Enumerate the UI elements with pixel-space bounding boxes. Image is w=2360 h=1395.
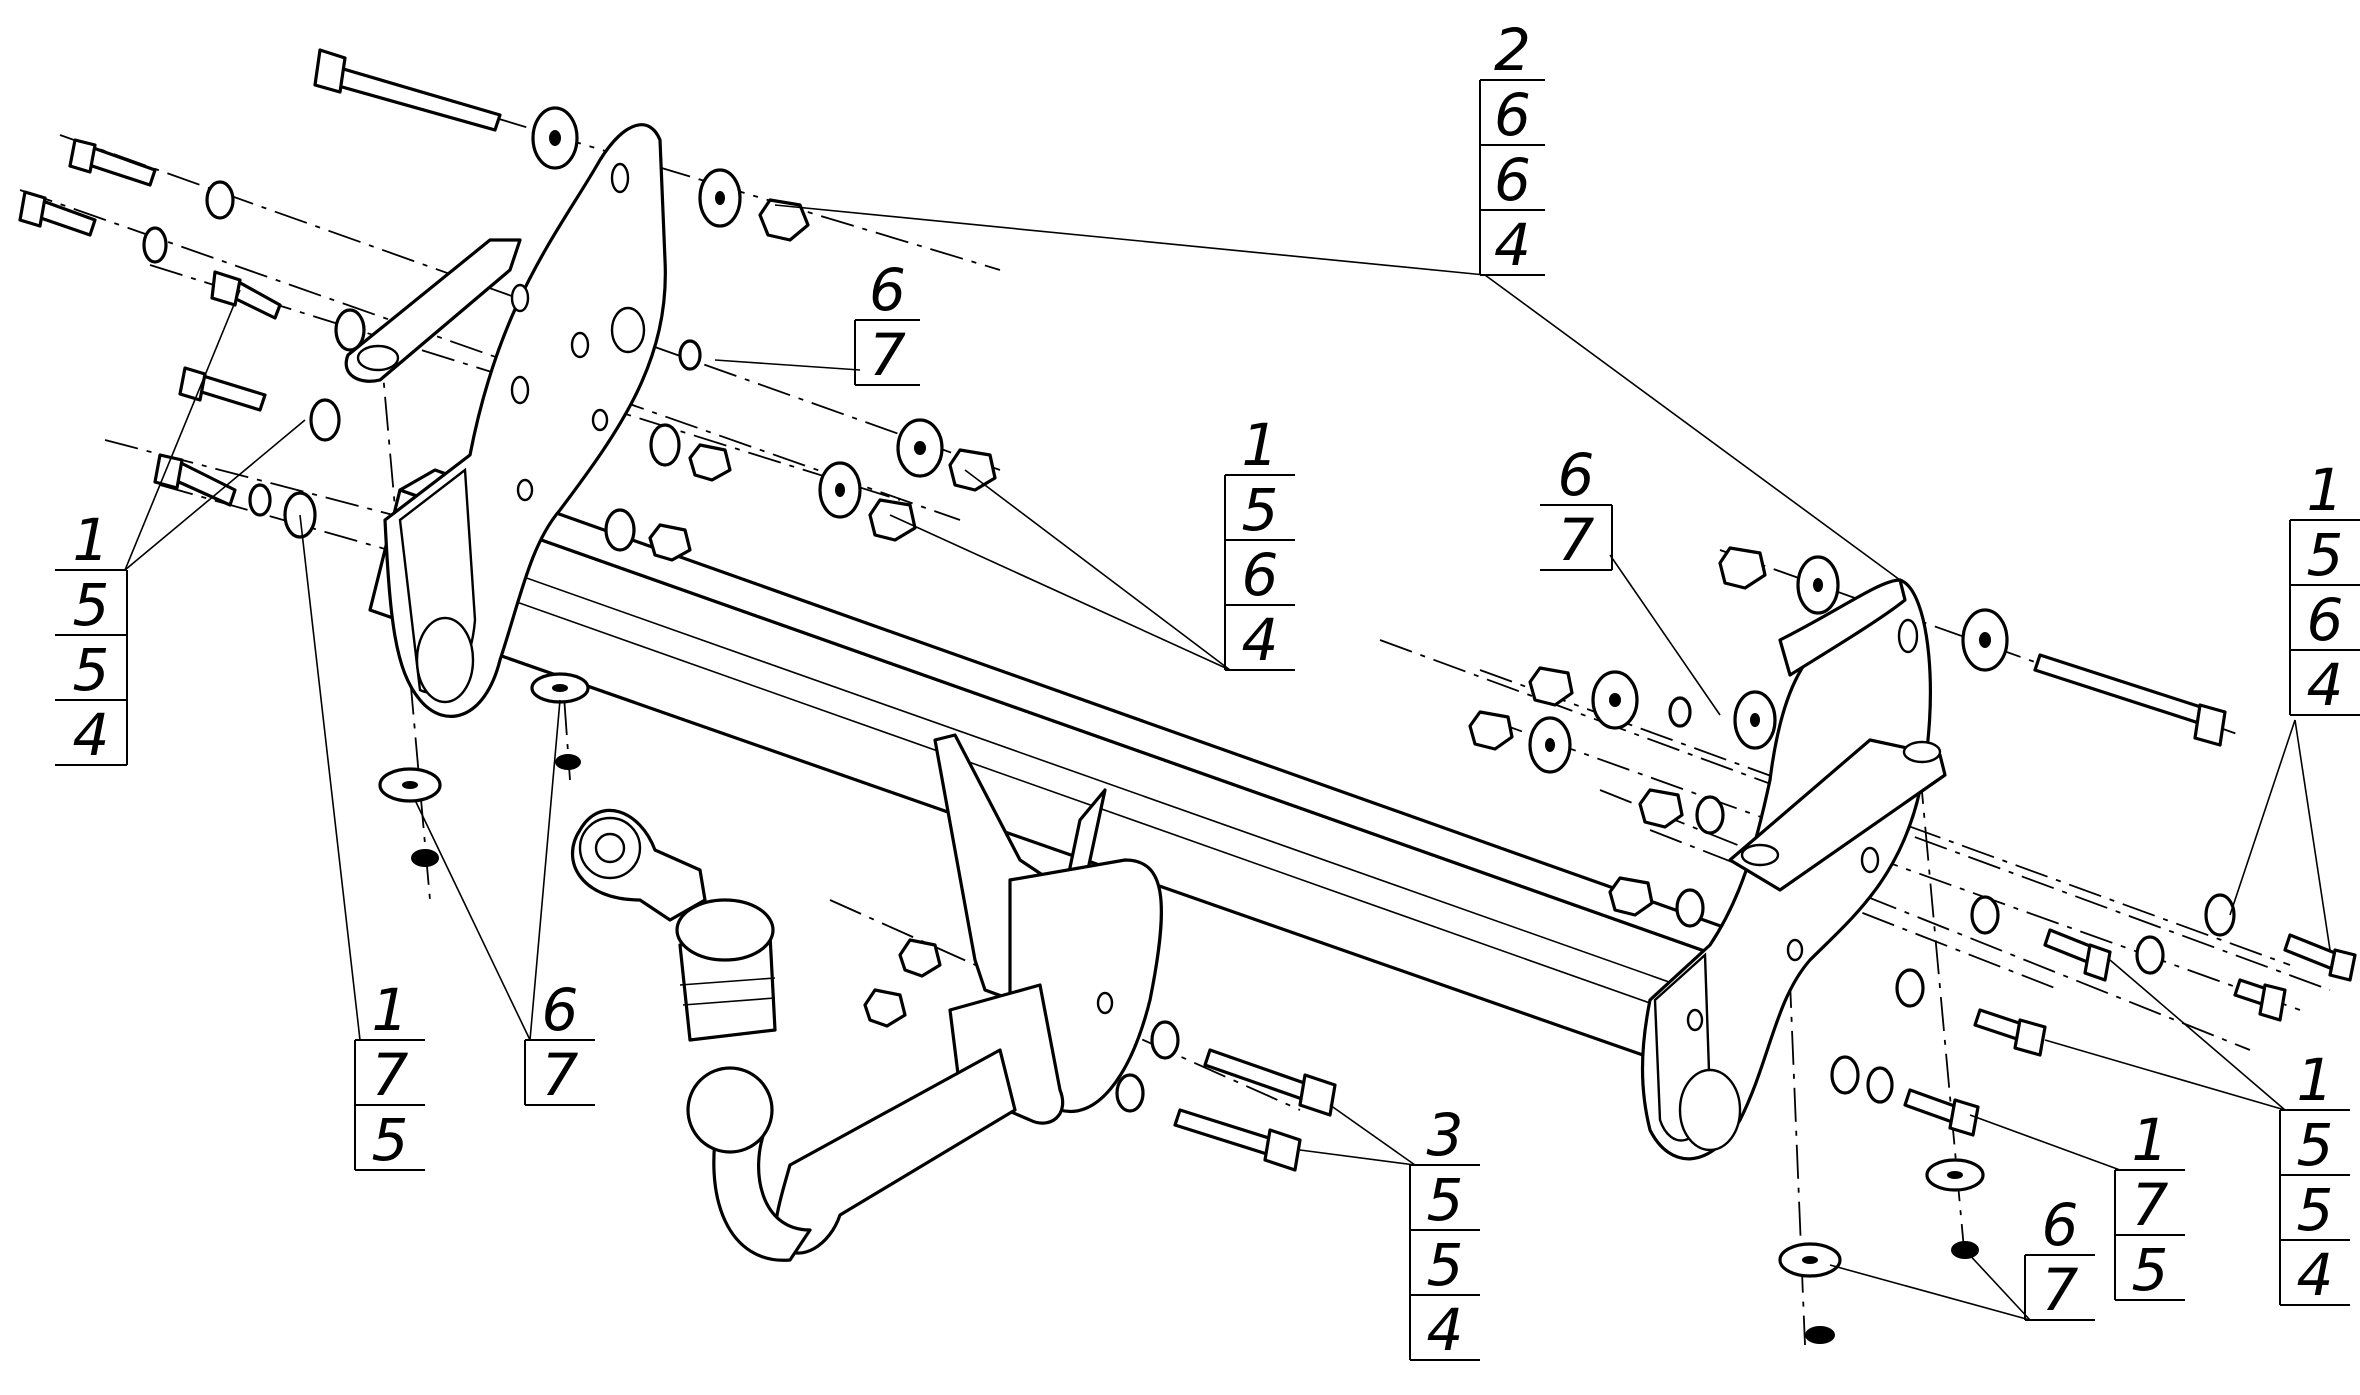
callout-number: 4 <box>1242 606 1279 674</box>
callout-number: 1 <box>2132 1106 2169 1174</box>
callout-number: 5 <box>1427 1166 1464 1234</box>
callout-number: 6 <box>1494 81 1531 149</box>
leader-lines <box>124 204 2331 1321</box>
callout-number: 1 <box>2307 456 2344 524</box>
callout-number: 6 <box>2042 1191 2079 1259</box>
callout-bottom-right-67: 67 <box>2024 1191 2095 1324</box>
callout-number: 1 <box>2297 1046 2334 1114</box>
callout-number: 5 <box>2297 1111 2334 1179</box>
callout-bottom-67: 67 <box>524 976 595 1109</box>
callout-number: 7 <box>1558 506 1595 574</box>
callout-number: 6 <box>1242 541 1279 609</box>
callout-number: 7 <box>869 321 906 389</box>
callout-number: 5 <box>2132 1236 2169 1304</box>
callout-number: 4 <box>1427 1296 1464 1364</box>
callout-number: 4 <box>2307 651 2344 719</box>
left-bracket <box>344 123 667 718</box>
callout-number: 5 <box>372 1106 409 1174</box>
callout-number: 1 <box>1242 411 1279 479</box>
callout-number: 4 <box>73 701 110 769</box>
callout-number: 5 <box>73 571 110 639</box>
callout-number: 2 <box>1494 16 1531 84</box>
callout-number: 5 <box>73 636 110 704</box>
callout-number: 5 <box>1242 476 1279 544</box>
callout-number: 5 <box>2297 1176 2334 1244</box>
callout-number: 6 <box>2307 586 2344 654</box>
callout-right-67: 67 <box>1540 441 1613 574</box>
callout-number: 6 <box>1494 146 1531 214</box>
callout-number: 4 <box>2297 1241 2334 1309</box>
callout-number: 7 <box>2132 1171 2169 1239</box>
tow-hitch-assembly <box>570 733 1164 1262</box>
callout-bottom-right: 175 <box>2114 1106 2185 1304</box>
callout-top-left-67: 67 <box>854 256 920 389</box>
callout-bottom-left: 175 <box>354 976 425 1174</box>
callout-number: 6 <box>1558 441 1595 509</box>
callout-number: 1 <box>73 506 110 574</box>
callout-number: 3 <box>1427 1101 1464 1169</box>
callout-number: 7 <box>2042 1256 2079 1324</box>
callout-number: 5 <box>1427 1231 1464 1299</box>
center-lines <box>19 67 2331 1346</box>
callout-number: 5 <box>2307 521 2344 589</box>
callout-number: 6 <box>869 256 906 324</box>
callout-number: 1 <box>372 976 409 1044</box>
callout-number: 4 <box>1494 211 1531 279</box>
callout-number: 7 <box>372 1041 409 1109</box>
callout-number: 6 <box>542 976 579 1044</box>
callout-number: 7 <box>542 1041 579 1109</box>
fasteners <box>18 48 2357 1344</box>
right-bracket <box>1640 578 1947 1161</box>
